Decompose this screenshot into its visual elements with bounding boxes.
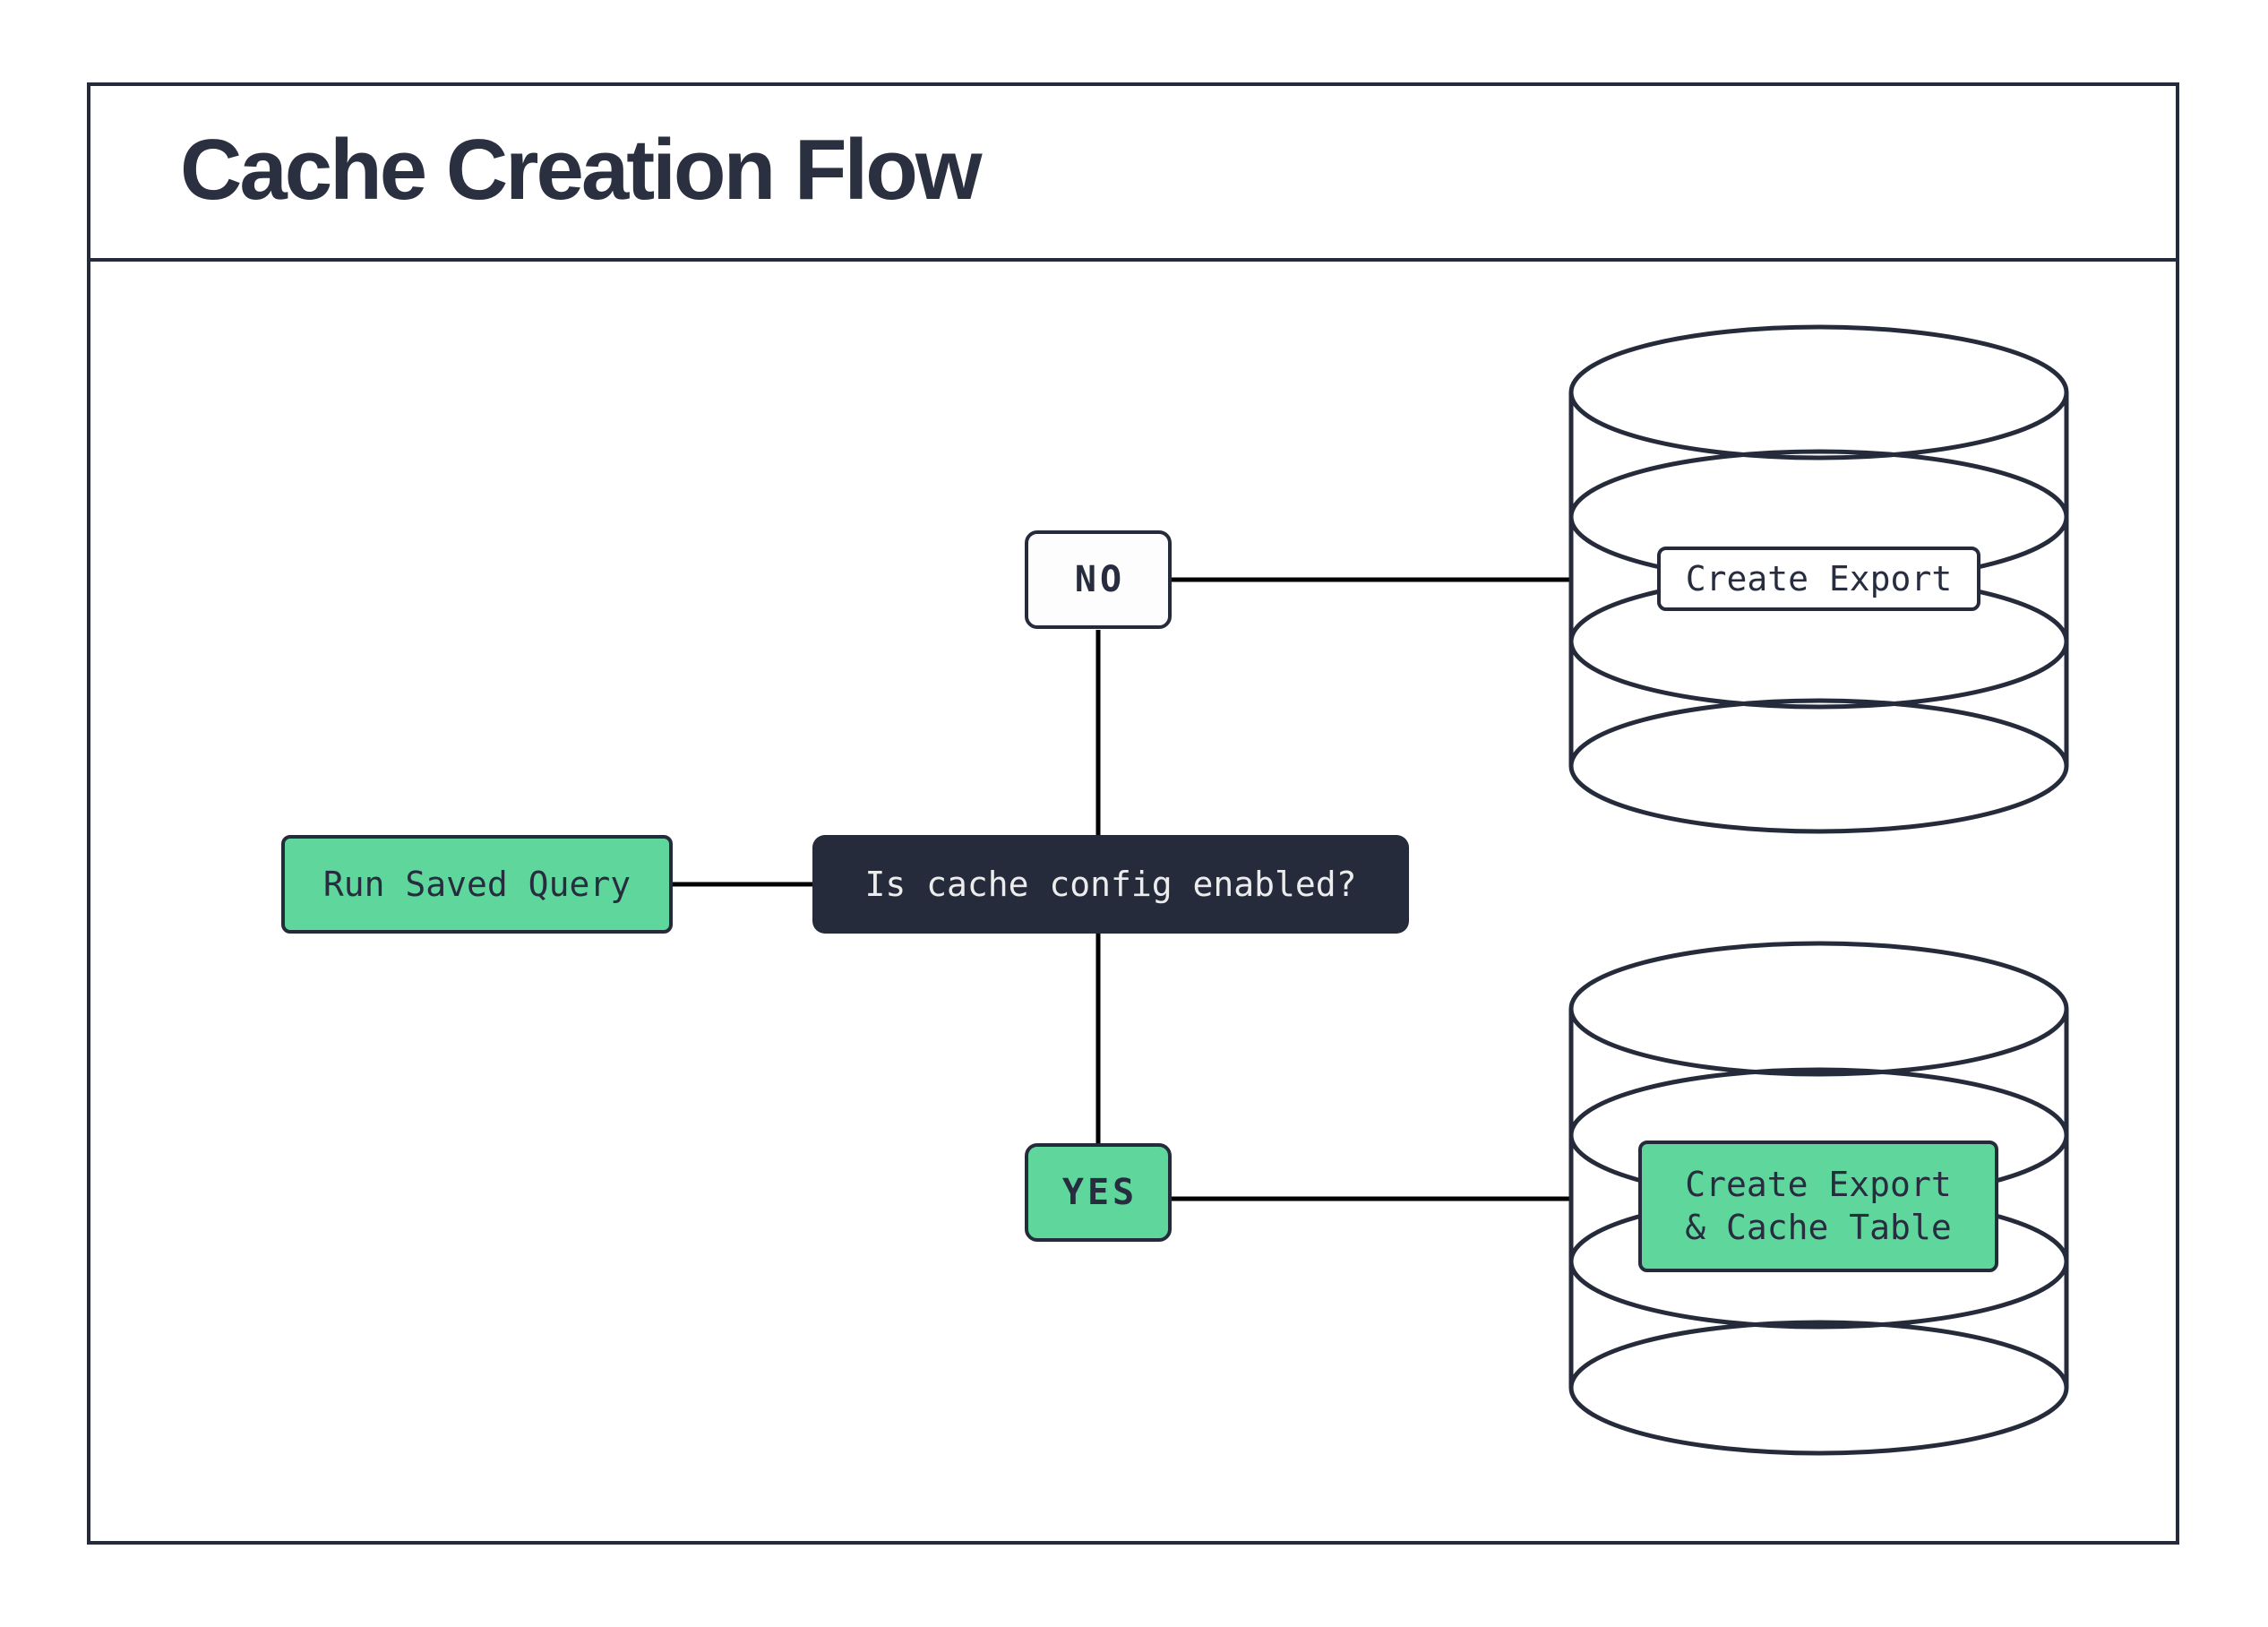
outcome-yes-label: Create Export & Cache Table bbox=[1638, 1141, 1998, 1272]
connectors bbox=[673, 577, 1573, 1201]
outcome-no-label: Create Export bbox=[1657, 547, 1980, 611]
branch-yes-node: YES bbox=[1025, 1143, 1172, 1242]
database-icon bbox=[1568, 941, 2069, 1456]
page-title: Cache Creation Flow bbox=[180, 122, 982, 218]
decision-node: Is cache config enabled? bbox=[812, 835, 1409, 934]
diagram-header: Cache Creation Flow bbox=[87, 82, 2179, 262]
start-node: Run Saved Query bbox=[281, 835, 673, 934]
outcome-yes-line-2: & Cache Table bbox=[1685, 1207, 1952, 1247]
outcome-yes-line-1: Create Export bbox=[1685, 1165, 1952, 1204]
database-icon bbox=[1568, 324, 2069, 834]
branch-no-node: NO bbox=[1025, 530, 1172, 629]
